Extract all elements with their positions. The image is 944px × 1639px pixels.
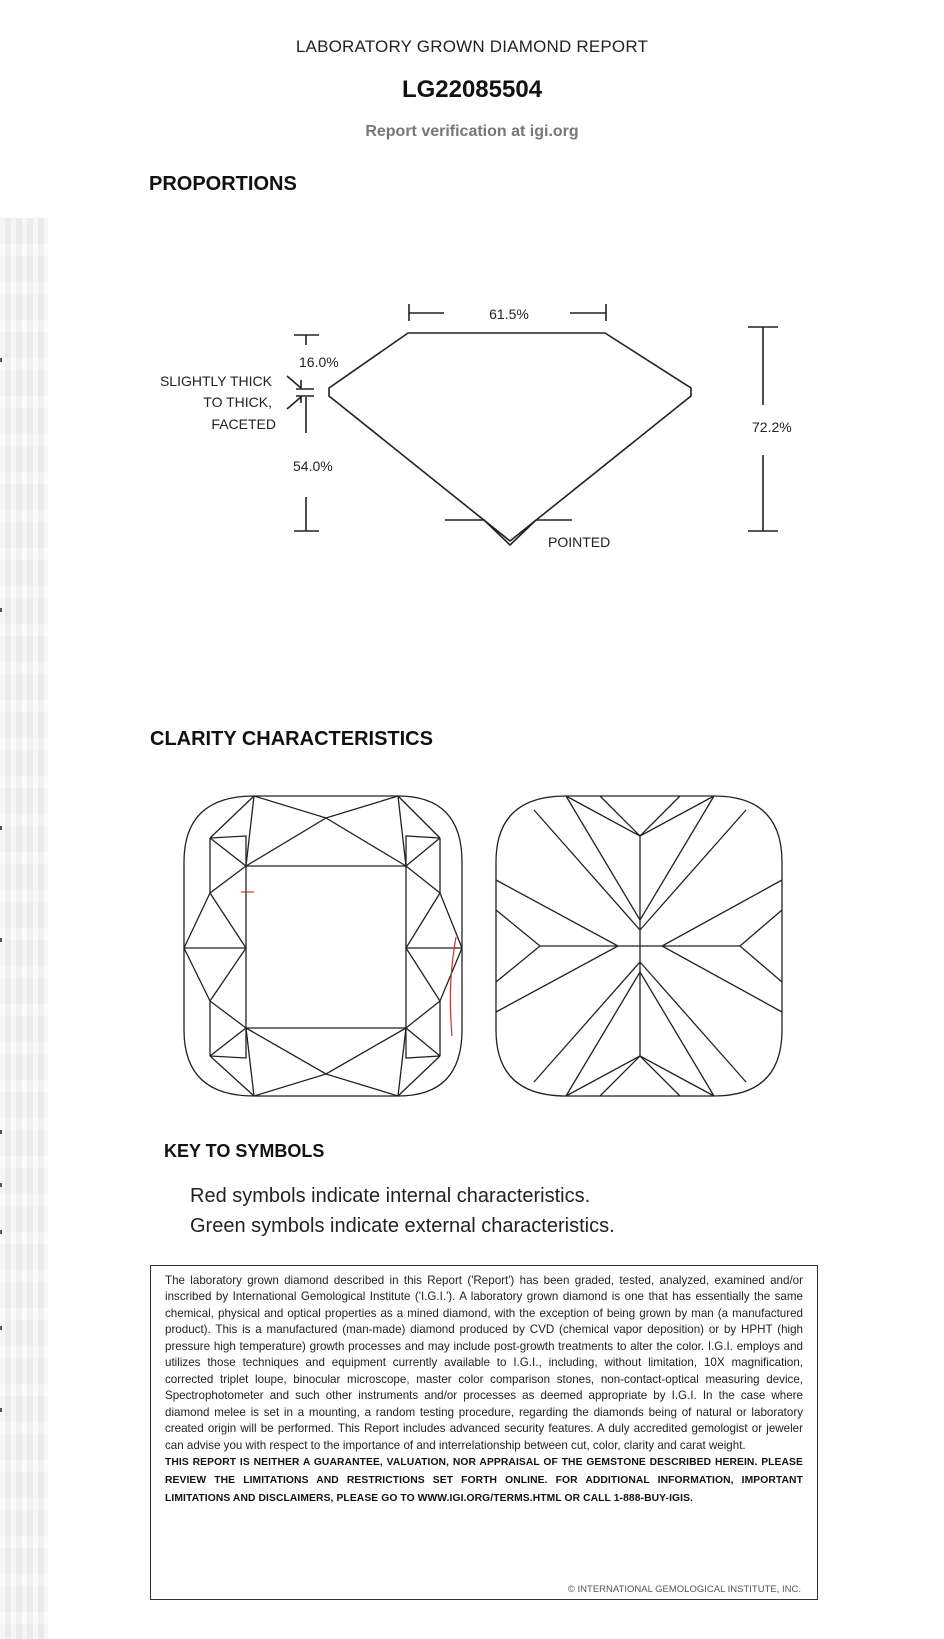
disclaimer-body: The laboratory grown diamond described i… — [165, 1274, 803, 1452]
disclaimer-warning: THIS REPORT IS NEITHER A GUARANTEE, VALU… — [165, 1456, 803, 1504]
clarity-plot-pavilion — [495, 795, 783, 1097]
girdle-label-line3: FACETED — [211, 416, 276, 432]
crown-percent: 16.0% — [299, 354, 339, 370]
diamond-profile — [328, 332, 692, 543]
edge-marks — [0, 218, 3, 1639]
verification-link-text[interactable]: Report verification at igi.org — [365, 123, 579, 140]
culet-line — [445, 519, 572, 547]
clarity-plot-crown — [183, 795, 463, 1097]
proportions-diagram: 61.5% 16.0% SLIGHTLY THICK TO THICK, FAC… — [160, 304, 792, 550]
report-type-title: LABORATORY GROWN DIAMOND REPORT — [295, 37, 649, 56]
key-to-symbols-title: KEY TO SYMBOLS — [164, 1141, 325, 1161]
pavilion-percent: 54.0% — [293, 458, 333, 474]
key-green-symbols: Green symbols indicate external characte… — [190, 1215, 615, 1237]
total-depth-percent: 72.2% — [752, 419, 792, 435]
girdle-label-line2: TO THICK, — [203, 394, 272, 410]
table-percent: 61.5% — [489, 306, 529, 322]
clarity-characteristics-title: CLARITY CHARACTERISTICS — [150, 728, 433, 750]
copyright-notice: © INTERNATIONAL GEMOLOGICAL INSTITUTE, I… — [567, 1584, 801, 1595]
key-red-symbols: Red symbols indicate internal characteri… — [190, 1185, 591, 1207]
girdle-label-line1: SLIGHTLY THICK — [160, 373, 273, 389]
report-number: LG22085504 — [401, 76, 543, 103]
security-pattern-strip — [0, 218, 48, 1639]
culet-label: POINTED — [548, 534, 610, 550]
disclaimer-box: The laboratory grown diamond described i… — [150, 1265, 818, 1600]
proportions-title: PROPORTIONS — [149, 173, 297, 195]
internal-characteristic-marks — [241, 891, 457, 1037]
